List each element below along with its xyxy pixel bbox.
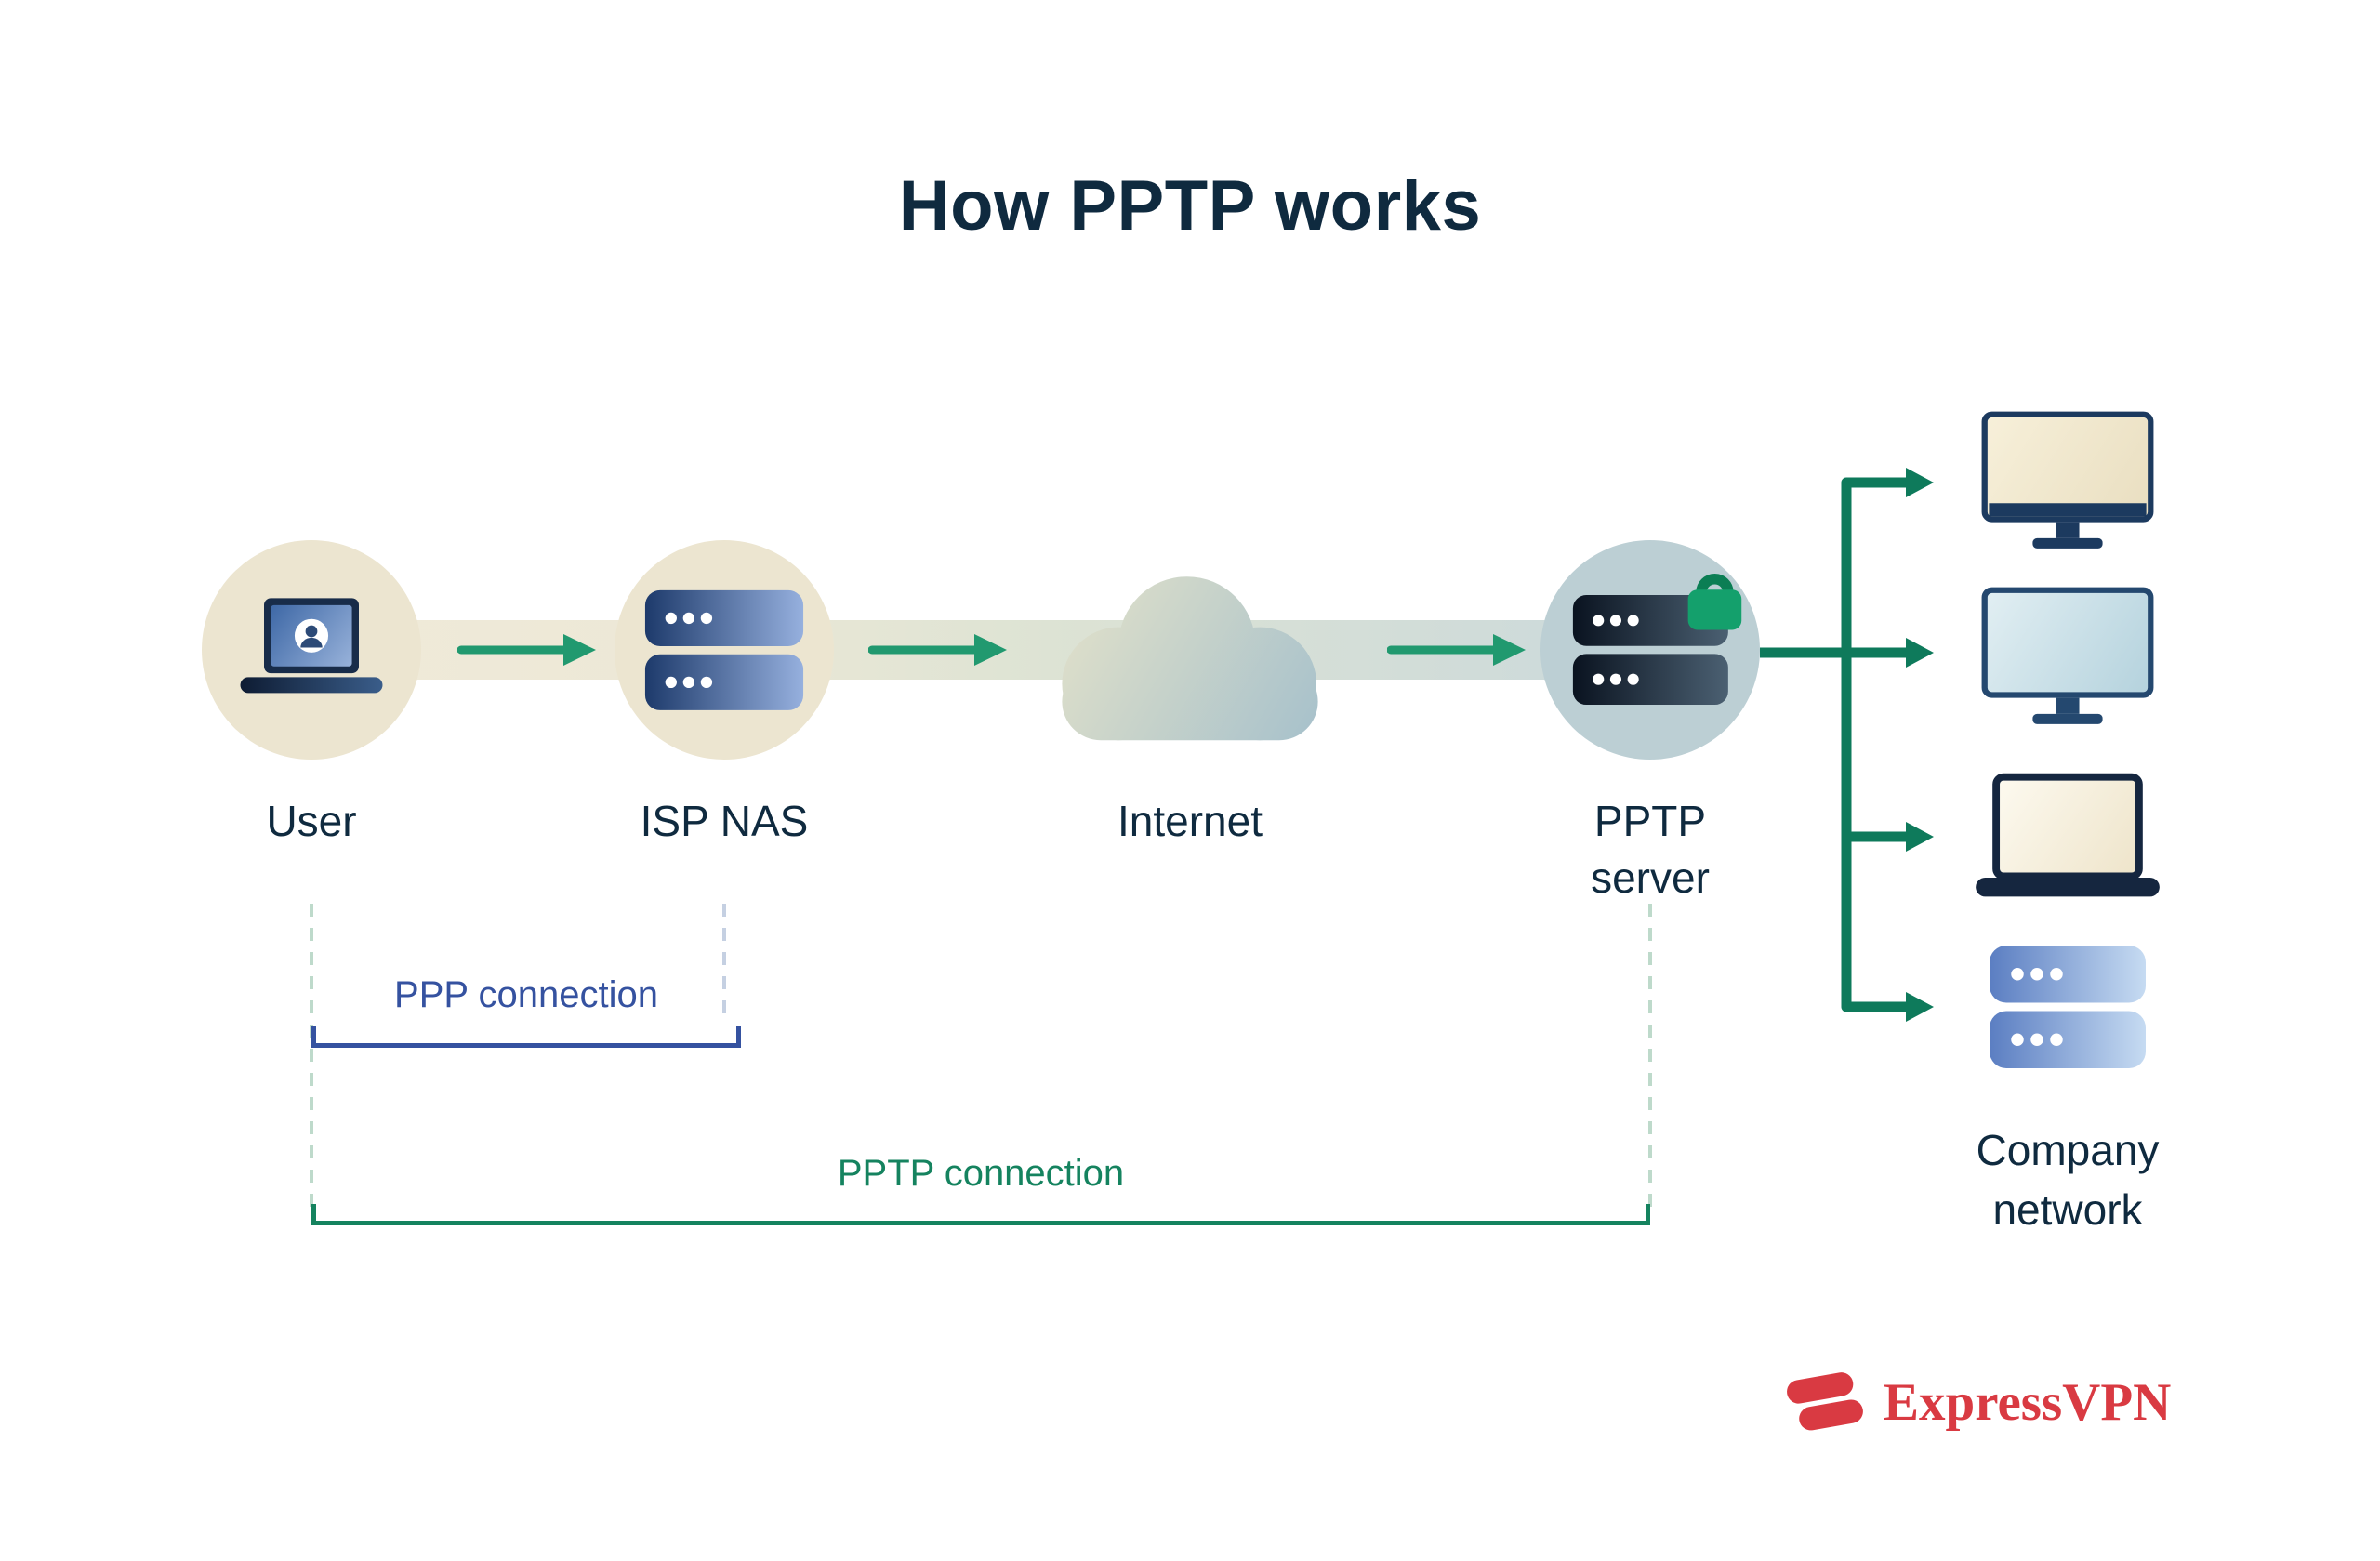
internet-label: Internet — [1117, 797, 1263, 845]
ppp-connection-bracket — [311, 1026, 741, 1048]
desktop-monitor-icon — [1981, 587, 2154, 724]
arrow-right-icon — [457, 634, 596, 666]
locked-server-icon — [1572, 574, 1742, 706]
brand-logo: ExpressVPN — [1785, 1369, 2171, 1435]
server-stack-icon — [644, 589, 804, 710]
pptp-connection-label: PPTP connection — [837, 1153, 1125, 1194]
isp-nas-label: ISP NAS — [640, 797, 809, 845]
pptp-dashed-line — [1648, 904, 1652, 1210]
server-stack-icon — [1990, 946, 2146, 1068]
isp-dashed-line — [722, 904, 726, 1023]
desktop-monitor-icon — [1981, 411, 2154, 549]
user-dashed-line — [310, 904, 313, 1210]
laptop-icon — [1976, 773, 2160, 897]
arrow-right-icon — [1387, 634, 1526, 666]
page-title: How PPTP works — [898, 166, 1482, 245]
brand-wordmark: ExpressVPN — [1884, 1372, 2172, 1432]
ppp-connection-label: PPP connection — [394, 974, 658, 1015]
isp-nas-node — [615, 540, 834, 760]
arrowhead-icon — [1906, 992, 1934, 1022]
arrowhead-icon — [1906, 822, 1934, 852]
pptp-connection-bracket — [311, 1204, 1650, 1225]
pptp-server-label: PPTP server — [1591, 797, 1710, 902]
branch-connector — [1760, 468, 1934, 1022]
arrowhead-icon — [1906, 468, 1934, 497]
expressvpn-logo-icon — [1787, 1372, 1863, 1431]
laptop-user-icon — [240, 598, 383, 694]
cloud-icon — [1062, 576, 1318, 741]
arrowhead-icon — [1906, 638, 1934, 668]
company-network-label: Company network — [1976, 1126, 2160, 1235]
user-label: User — [266, 797, 357, 845]
arrow-right-icon — [868, 634, 1007, 666]
lock-icon — [1687, 574, 1742, 630]
